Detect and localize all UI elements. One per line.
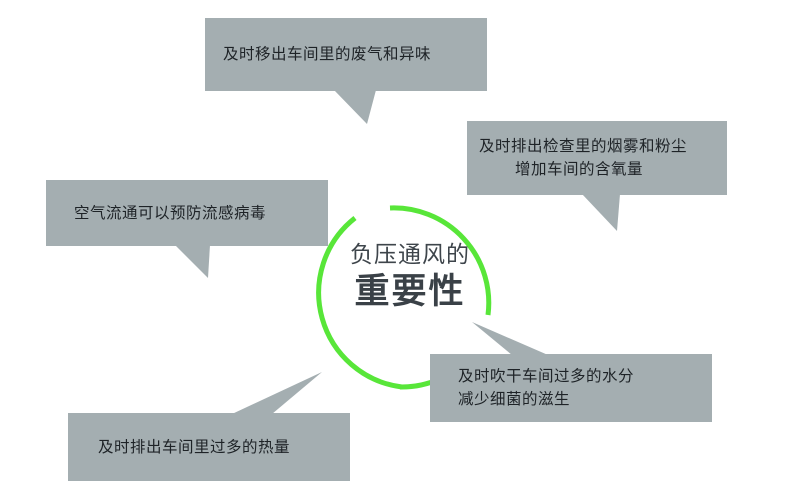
callout-remove-smoke: 及时排出检查里的烟雾和粉尘 增加车间的含氧量 (467, 121, 727, 195)
ring-arc-left (316, 216, 403, 390)
center-title: 重要性 (354, 272, 466, 312)
callout-air-circulation: 空气流通可以预防流感病毒 (46, 180, 328, 246)
callout-text: 及时排出检查里的烟雾和粉尘 (479, 137, 688, 155)
callout-text: 及时移出车间里的废气和异味 (223, 45, 432, 63)
callout-text: 空气流通可以预防流感病毒 (74, 203, 267, 222)
callout-box-4 (430, 354, 712, 422)
callout-remove-exhaust: 及时移出车间里的废气和异味 (205, 18, 487, 91)
callout-text: 及时吹干车间过多的水分 (458, 367, 635, 385)
central-heading: 负压通风的 重要性 (340, 240, 480, 314)
callout-box-2 (467, 121, 727, 195)
callout-box-3 (46, 180, 328, 246)
callout-dry-moisture: 及时吹干车间过多的水分 减少细菌的滋生 (430, 354, 712, 422)
callout-pointer-3 (175, 245, 210, 278)
callout-box-1 (205, 18, 487, 91)
callout-pointer-4 (472, 322, 548, 355)
callout-text: 减少细菌的滋生 (458, 390, 571, 408)
callout-text: 及时排出车间里过多的热量 (98, 437, 291, 456)
callout-text: 增加车间的含氧量 (515, 160, 644, 178)
callout-remove-heat: 及时排出车间里过多的热量 (68, 413, 350, 481)
ring-arc-top-right (389, 205, 492, 316)
callout-pointer-2 (582, 194, 620, 231)
callout-box-5 (68, 413, 350, 481)
center-subtitle: 负压通风的 (350, 242, 470, 268)
callout-pointer-1 (334, 90, 376, 124)
callout-pointer-5 (232, 372, 322, 414)
